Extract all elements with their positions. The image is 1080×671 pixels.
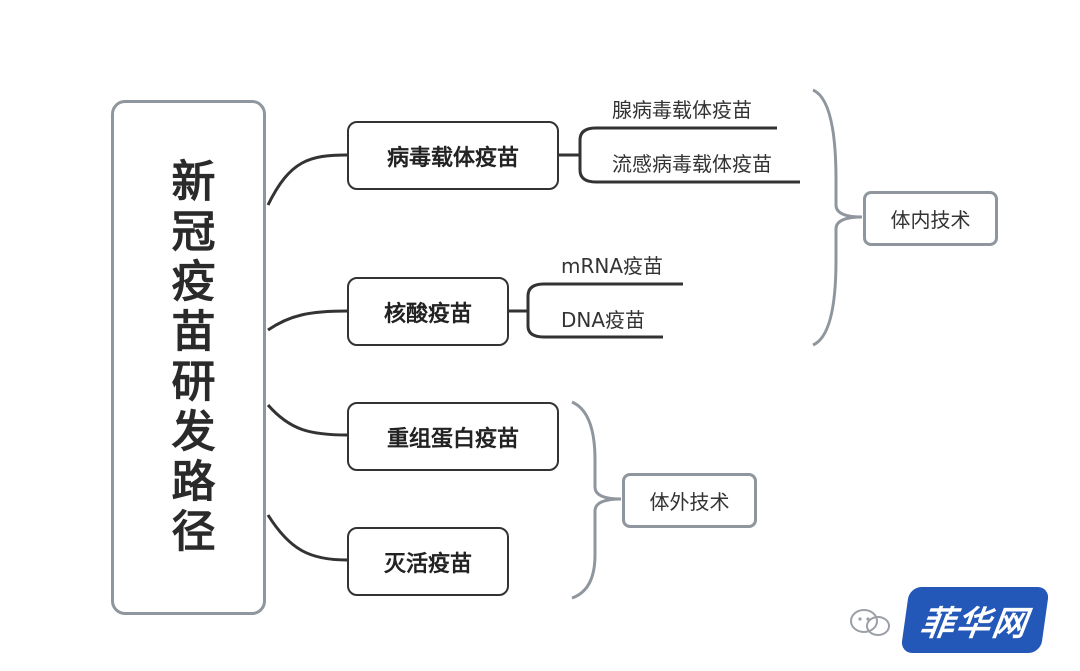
watermark-text: 菲华网	[917, 603, 1032, 644]
connector-root-nucleic-acid	[267, 309, 348, 332]
node-viral-vector-vaccine: 病毒载体疫苗	[347, 121, 559, 190]
brace-in-vitro	[571, 400, 622, 600]
connector-viral-bracket	[559, 126, 597, 184]
connector-root-viral-vector	[266, 153, 348, 206]
root-title: 新冠疫苗研发路径	[163, 157, 215, 558]
leaf-mrna-vaccine: mRNA疫苗	[561, 254, 664, 278]
root-node: 新冠疫苗研发路径	[111, 100, 266, 615]
brace-in-vivo	[812, 88, 863, 347]
watermark-logo: 菲华网	[900, 587, 1050, 653]
connector-nucleic-bracket	[509, 282, 545, 339]
wechat-icon	[850, 609, 890, 636]
connector-root-inactivated	[266, 514, 348, 562]
connector-root-recombinant	[266, 404, 348, 437]
leaf-adenovirus-vector-vaccine: 腺病毒载体疫苗	[612, 98, 752, 122]
leaf-dna-vaccine: DNA疫苗	[561, 308, 646, 332]
leaf-influenza-vector-vaccine: 流感病毒载体疫苗	[612, 152, 772, 176]
node-inactivated-vaccine: 灭活疫苗	[347, 527, 509, 596]
group-in-vivo-technology: 体内技术	[863, 191, 998, 246]
group-in-vitro-technology: 体外技术	[622, 473, 757, 528]
node-recombinant-protein-vaccine: 重组蛋白疫苗	[347, 402, 559, 471]
node-nucleic-acid-vaccine: 核酸疫苗	[347, 277, 509, 346]
